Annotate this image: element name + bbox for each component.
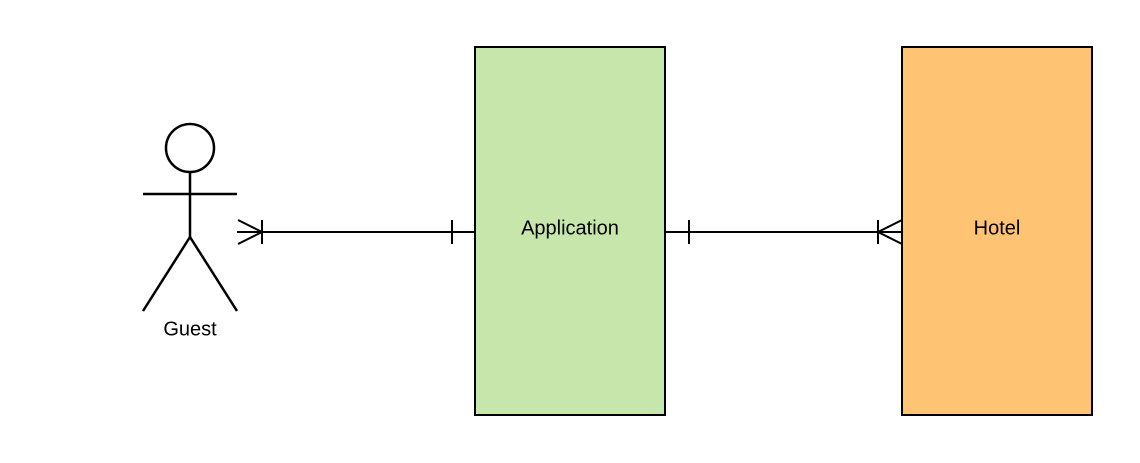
crowfoot-upper (237, 219, 263, 233)
guest-actor[interactable] (141, 122, 239, 312)
actor-right-leg (188, 236, 239, 312)
entity-application[interactable]: Application (474, 46, 666, 416)
connector-application-hotel[interactable] (665, 219, 903, 245)
hotel-box (901, 46, 1093, 416)
application-box (474, 46, 666, 416)
hotel-label: Hotel (974, 217, 1021, 239)
application-label: Application (521, 217, 619, 239)
connector-guest-application[interactable] (237, 219, 475, 245)
crowfoot-lower (237, 231, 263, 245)
actor-head (164, 122, 216, 174)
entity-hotel[interactable]: Hotel (901, 46, 1093, 416)
crowfoot-lower (877, 231, 903, 245)
crowfoot-upper (877, 219, 903, 233)
actor-left-leg (141, 236, 192, 312)
actor-label: Guest (163, 318, 217, 340)
